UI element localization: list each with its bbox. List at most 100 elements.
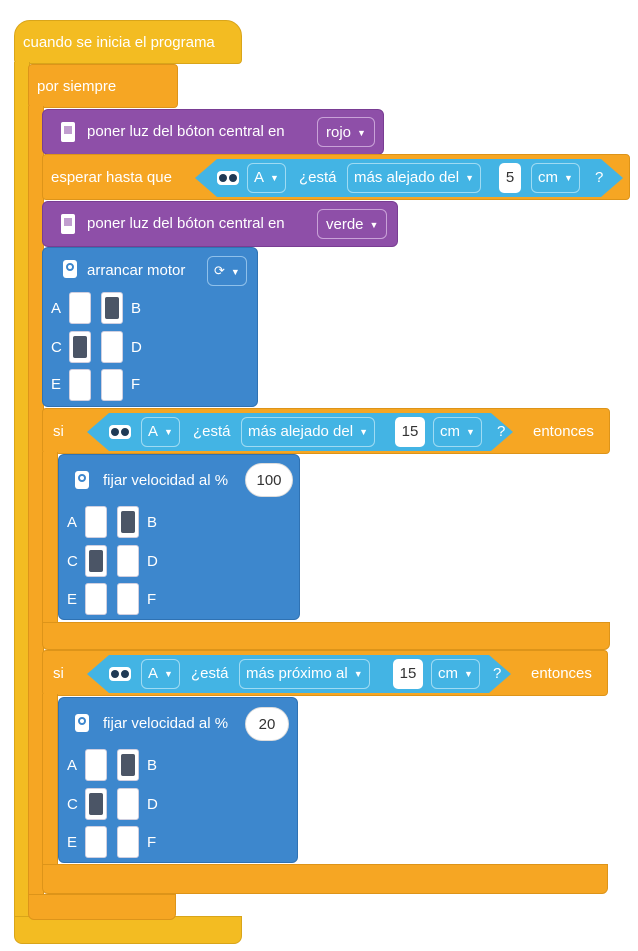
hub-icon bbox=[61, 214, 75, 234]
port-label-e: E bbox=[67, 834, 78, 851]
chevron-down-icon: ▼ bbox=[164, 427, 173, 438]
start-motor-block[interactable]: arrancar motor ⟳▼ A B C D E F bbox=[42, 247, 258, 407]
start-motor-label: arrancar motor bbox=[87, 262, 186, 279]
port-label-a: A bbox=[51, 300, 62, 317]
port-b-toggle[interactable] bbox=[117, 749, 139, 781]
chevron-down-icon: ▼ bbox=[564, 173, 573, 184]
port-e-toggle[interactable] bbox=[85, 826, 107, 858]
comparison-value: más alejado del bbox=[248, 423, 354, 440]
if-label: si bbox=[53, 423, 64, 440]
set-speed-block-1[interactable]: fijar velocidad al % 100 A B C D E F bbox=[58, 454, 300, 620]
start-program-label: cuando se inicia el programa bbox=[23, 34, 215, 51]
start-program-block[interactable]: cuando se inicia el programa bbox=[14, 20, 242, 64]
comparison-value: más alejado del bbox=[354, 169, 460, 186]
set-center-light-block-green[interactable]: poner luz del bóton central en verde▼ bbox=[42, 201, 398, 247]
port-label-c: C bbox=[67, 796, 78, 813]
light-color-value: verde bbox=[326, 216, 364, 233]
if-block-2-header[interactable]: si A▼ ¿está más próximo al▼ 15 cm▼ ? ent… bbox=[42, 650, 608, 696]
port-d-toggle[interactable] bbox=[101, 331, 123, 363]
chevron-down-icon: ▼ bbox=[270, 173, 279, 184]
unit-dropdown[interactable]: cm ▼ bbox=[431, 659, 480, 689]
port-label-c: C bbox=[67, 553, 78, 570]
question-label: ¿está bbox=[191, 665, 229, 682]
question-mark: ? bbox=[595, 169, 604, 186]
port-a-toggle[interactable] bbox=[85, 749, 107, 781]
port-label-d: D bbox=[131, 339, 142, 356]
chevron-down-icon: ▼ bbox=[465, 173, 474, 184]
port-label-b: B bbox=[147, 757, 158, 774]
unit-value: cm bbox=[438, 665, 458, 682]
port-a-toggle[interactable] bbox=[85, 506, 107, 538]
set-speed-block-2[interactable]: fijar velocidad al % 20 A B C D E F bbox=[58, 697, 298, 863]
chevron-down-icon: ▼ bbox=[357, 128, 366, 139]
speed-value-input[interactable]: 100 bbox=[245, 463, 293, 497]
port-label-f: F bbox=[131, 376, 141, 393]
port-c-toggle[interactable] bbox=[69, 331, 91, 363]
light-color-dropdown[interactable]: verde ▼ bbox=[317, 209, 388, 239]
port-a-toggle[interactable] bbox=[69, 292, 91, 324]
forever-block-header[interactable]: por siempre bbox=[28, 64, 178, 108]
hub-icon bbox=[61, 122, 75, 142]
wait-until-block[interactable]: esperar hasta que A▼ ¿está más alejado d… bbox=[42, 154, 630, 200]
if-block-2-footer bbox=[42, 864, 608, 894]
chevron-down-icon: ▼ bbox=[369, 220, 379, 231]
sensor-port-value: A bbox=[148, 423, 159, 440]
distance-sensor-icon bbox=[109, 667, 131, 681]
port-e-toggle[interactable] bbox=[85, 583, 107, 615]
if-block-2-spine bbox=[42, 694, 58, 866]
chevron-down-icon: ▼ bbox=[464, 669, 473, 680]
port-label-c: C bbox=[51, 339, 62, 356]
port-c-toggle[interactable] bbox=[85, 545, 107, 577]
motor-icon bbox=[75, 471, 89, 489]
chevron-down-icon: ▼ bbox=[353, 669, 363, 680]
distance-sensor-condition[interactable]: A▼ ¿está más próximo al▼ 15 cm▼ ? bbox=[87, 655, 511, 693]
if-block-1-header[interactable]: si A▼ ¿está más alejado del▼ 15 cm▼ ? en… bbox=[42, 408, 610, 454]
sensor-port-dropdown[interactable]: A▼ bbox=[247, 163, 286, 193]
port-f-toggle[interactable] bbox=[117, 826, 139, 858]
port-d-toggle[interactable] bbox=[117, 545, 139, 577]
port-label-d: D bbox=[147, 553, 158, 570]
set-light-label: poner luz del bóton central en bbox=[87, 123, 285, 140]
set-speed-label: fijar velocidad al % bbox=[103, 472, 229, 489]
comparison-dropdown[interactable]: más alejado del▼ bbox=[241, 417, 375, 447]
port-label-d: D bbox=[147, 796, 158, 813]
port-label-b: B bbox=[147, 514, 158, 531]
distance-value-input[interactable]: 15 bbox=[395, 417, 425, 447]
unit-value: cm bbox=[440, 423, 460, 440]
port-b-toggle[interactable] bbox=[117, 506, 139, 538]
set-center-light-block-red[interactable]: poner luz del bóton central en rojo ▼ bbox=[42, 109, 384, 155]
speed-value-input[interactable]: 20 bbox=[245, 707, 289, 741]
port-f-toggle[interactable] bbox=[101, 369, 123, 401]
light-color-value: rojo bbox=[326, 124, 352, 141]
port-c-toggle[interactable] bbox=[85, 788, 107, 820]
light-color-dropdown[interactable]: rojo ▼ bbox=[317, 117, 375, 147]
comparison-dropdown[interactable]: más próximo al▼ bbox=[239, 659, 370, 689]
comparison-dropdown[interactable]: más alejado del ▼ bbox=[347, 163, 481, 193]
rotate-clockwise-icon: ⟳ bbox=[214, 263, 225, 278]
distance-sensor-icon bbox=[217, 171, 239, 185]
unit-dropdown[interactable]: cm ▼ bbox=[433, 417, 482, 447]
then-label: entonces bbox=[531, 665, 592, 682]
forever-label: por siempre bbox=[37, 78, 117, 95]
port-b-toggle[interactable] bbox=[101, 292, 123, 324]
port-label-b: B bbox=[131, 300, 142, 317]
sensor-port-dropdown[interactable]: A▼ bbox=[141, 659, 180, 689]
unit-value: cm bbox=[538, 169, 558, 186]
port-label-e: E bbox=[67, 591, 78, 608]
start-program-footer bbox=[14, 916, 242, 944]
distance-value-input[interactable]: 5 bbox=[499, 163, 521, 193]
motor-icon bbox=[63, 260, 77, 278]
port-label-f: F bbox=[147, 834, 157, 851]
motor-direction-dropdown[interactable]: ⟳▼ bbox=[207, 256, 247, 286]
port-e-toggle[interactable] bbox=[69, 369, 91, 401]
sensor-port-dropdown[interactable]: A▼ bbox=[141, 417, 180, 447]
unit-dropdown[interactable]: cm ▼ bbox=[531, 163, 580, 193]
distance-sensor-condition[interactable]: A▼ ¿está más alejado del▼ 5 cm▼ ? bbox=[195, 159, 623, 197]
distance-sensor-condition[interactable]: A▼ ¿está más alejado del▼ 15 cm▼ ? bbox=[87, 413, 513, 451]
port-d-toggle[interactable] bbox=[117, 788, 139, 820]
port-label-a: A bbox=[67, 757, 78, 774]
distance-value-input[interactable]: 15 bbox=[393, 659, 423, 689]
distance-sensor-icon bbox=[109, 425, 131, 439]
port-f-toggle[interactable] bbox=[117, 583, 139, 615]
chevron-down-icon: ▼ bbox=[466, 427, 475, 438]
